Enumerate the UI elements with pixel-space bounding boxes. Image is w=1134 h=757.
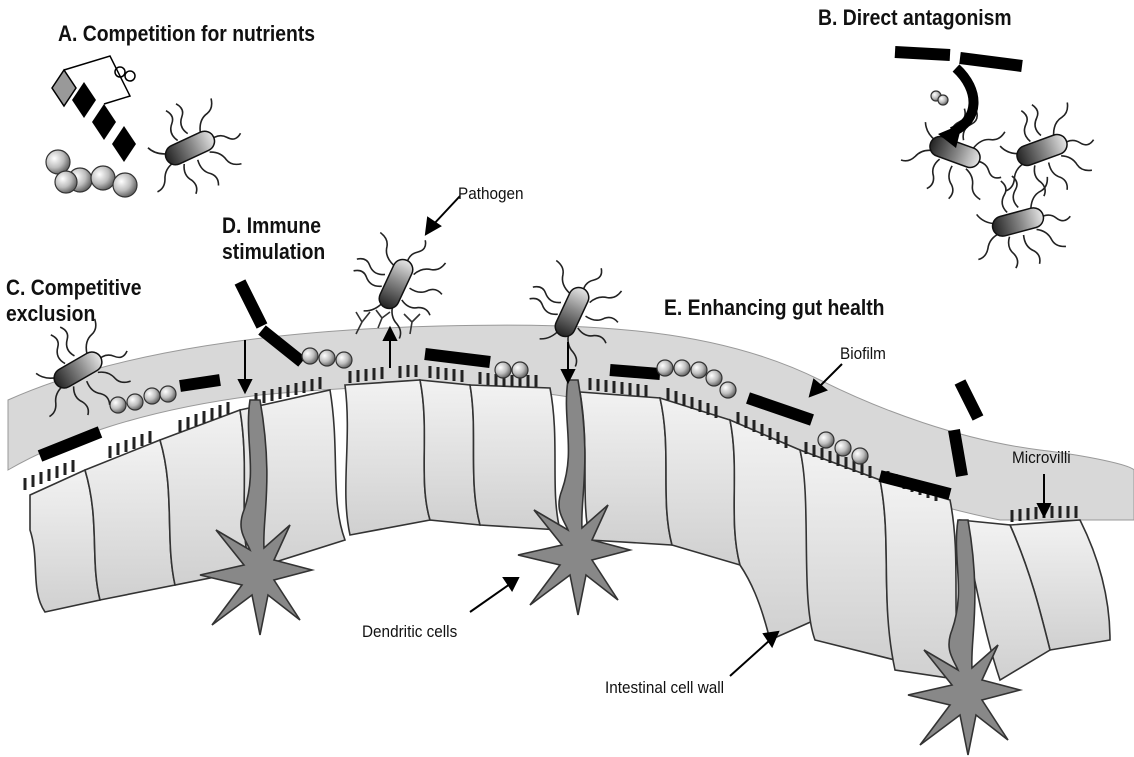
heading-direct-antagonism: B. Direct antagonism [818, 6, 1012, 30]
antagonism-arrow [952, 68, 974, 132]
probiotic-bacterium-a [127, 84, 257, 210]
label-intestinal-cell-wall: Intestinal cell wall [605, 678, 724, 698]
pathogen-bacterium-b1 [894, 92, 1019, 213]
label-dendritic-cells: Dendritic cells [362, 622, 457, 642]
heading-immune-stimulation-line1: D. Immune [222, 214, 321, 238]
heading-enhancing-gut-health: E. Enhancing gut health [664, 296, 884, 320]
pathogen-bacterium-b2 [981, 89, 1106, 210]
heading-competitive-exclusion-line1: C. Competitive [6, 276, 142, 300]
heading-competition-for-nutrients: A. Competition for nutrients [58, 22, 315, 46]
label-microvilli: Microvilli [1012, 448, 1071, 468]
pathogen-bacterium-b3 [960, 164, 1080, 279]
nutrient-diamonds [52, 56, 136, 162]
heading-immune-stimulation-line2: stimulation [222, 240, 325, 264]
label-pathogen: Pathogen [458, 184, 524, 204]
heading-competitive-exclusion-line2: exclusion [6, 302, 95, 326]
label-biofilm: Biofilm [840, 344, 886, 364]
